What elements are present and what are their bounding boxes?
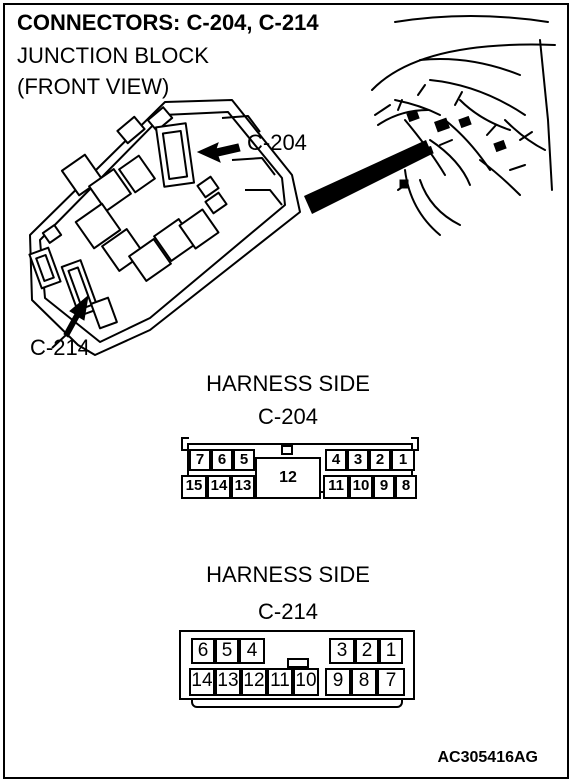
- c204-left-ear: [181, 437, 189, 451]
- c204-pin: 12: [255, 457, 321, 499]
- c214-pin: 5: [215, 638, 239, 664]
- vehicle-location-inset-components: [399, 109, 507, 189]
- c204-pin: 9: [373, 475, 395, 499]
- c204-right-ear: [411, 437, 419, 451]
- c204-pin: 1: [391, 449, 415, 471]
- c204-connector: 7 6 5 15 14 13 12 4 3 2 1 11 10 9 8: [181, 437, 419, 501]
- figure-title: CONNECTORS: C-204, C-214: [17, 10, 319, 35]
- c214-lock-tab: [287, 658, 309, 668]
- c204-pin: 6: [211, 449, 233, 471]
- c214-pin: 8: [351, 668, 377, 696]
- junction-block-drawing: [28, 99, 301, 356]
- c214-connector: 6 5 4 3 2 1 14 13 12 11 10 9 8 7: [179, 630, 415, 710]
- c214-pin: 1: [379, 638, 403, 664]
- figure-frame: [3, 3, 569, 779]
- c214-connector-name: C-214: [258, 599, 318, 624]
- c204-pin: 13: [231, 475, 255, 499]
- c204-pin: 10: [349, 475, 373, 499]
- c214-pin: 9: [325, 668, 351, 696]
- c214-pin: 2: [355, 638, 379, 664]
- c204-pin: 7: [189, 449, 211, 471]
- c214-callout-label: C-214: [30, 335, 90, 360]
- c204-pin: 15: [181, 475, 207, 499]
- c204-arrow-icon: [196, 142, 241, 163]
- c214-arrow-icon: [63, 294, 89, 338]
- c214-housing: [179, 630, 415, 700]
- c214-pin: 4: [239, 638, 265, 664]
- c214-pin: 13: [215, 668, 241, 696]
- c204-pin: 2: [369, 449, 391, 471]
- c204-pin: 3: [347, 449, 369, 471]
- figure-code: AC305416AG: [437, 749, 539, 766]
- c214-bottom-rail: [191, 698, 403, 708]
- c214-pin: 10: [293, 668, 319, 696]
- c214-pin: 7: [377, 668, 405, 696]
- c204-lock-tab: [281, 445, 293, 455]
- location-pointer-icon: [304, 140, 432, 214]
- c214-pin: 14: [189, 668, 215, 696]
- c214-pin: 3: [329, 638, 355, 664]
- c214-harness-side-label: HARNESS SIDE: [206, 562, 370, 587]
- view-label: (FRONT VIEW): [17, 74, 170, 99]
- c214-pin: 11: [267, 668, 293, 696]
- c204-pin: 14: [207, 475, 231, 499]
- c204-harness-side-label: HARNESS SIDE: [206, 371, 370, 396]
- c214-pin: 6: [191, 638, 215, 664]
- c204-callout-label: C-204: [247, 130, 307, 155]
- c204-pin: 8: [395, 475, 417, 499]
- c204-pin: 11: [323, 475, 349, 499]
- c204-pin: 5: [233, 449, 255, 471]
- c214-pin: 12: [241, 668, 267, 696]
- c204-connector-name: C-204: [258, 404, 318, 429]
- c204-pin: 4: [325, 449, 347, 471]
- junction-block-label: JUNCTION BLOCK: [17, 43, 209, 68]
